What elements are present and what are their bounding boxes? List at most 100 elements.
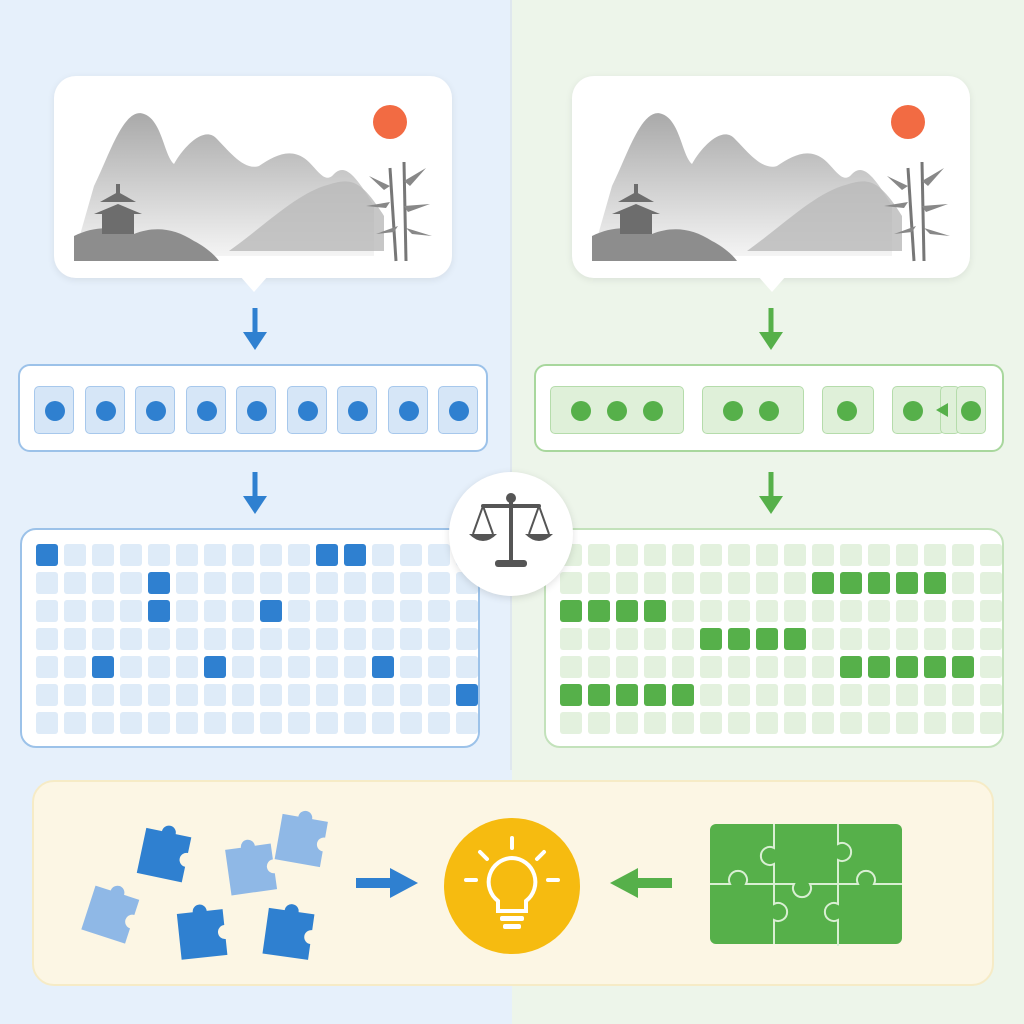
grid-cell [700, 712, 722, 734]
grid-cell [64, 656, 86, 678]
grid-cell [400, 600, 422, 622]
grid-cell-active [868, 572, 890, 594]
grid-cell-active [924, 656, 946, 678]
grid-cell [868, 600, 890, 622]
result-panel [32, 780, 994, 986]
grid-cell [896, 544, 918, 566]
grid-cell [176, 600, 198, 622]
grid-cell [288, 572, 310, 594]
grid-cell [176, 712, 198, 734]
left-image-bubble [54, 76, 452, 292]
grid-cell [176, 684, 198, 706]
grid-cell [728, 656, 750, 678]
assembled-puzzle-icon [710, 824, 902, 946]
grid-cell [232, 684, 254, 706]
grid-cell [148, 656, 170, 678]
grid-cell [924, 544, 946, 566]
grid-cell [952, 684, 974, 706]
grid-cell [456, 656, 478, 678]
grid-cell [784, 600, 806, 622]
grid-cell-active [588, 600, 610, 622]
grid-cell [176, 628, 198, 650]
grid-cell [344, 572, 366, 594]
grid-cell [176, 544, 198, 566]
grid-cell [232, 656, 254, 678]
grid-cell [344, 628, 366, 650]
grid-cell [120, 684, 142, 706]
grid-cell [756, 656, 778, 678]
grid-cell [728, 544, 750, 566]
grid-cell [896, 600, 918, 622]
grid-cell [672, 656, 694, 678]
grid-cell [812, 600, 834, 622]
grid-cell [980, 572, 1002, 594]
grid-cell [64, 544, 86, 566]
grid-cell [672, 572, 694, 594]
grid-cell [616, 628, 638, 650]
grid-cell [868, 712, 890, 734]
grid-cell [232, 712, 254, 734]
down-arrow-icon [243, 308, 267, 350]
grid-cell [560, 656, 582, 678]
grid-cell [36, 572, 58, 594]
grid-cell [840, 628, 862, 650]
grid-cell [372, 600, 394, 622]
grid-cell [924, 628, 946, 650]
grid-cell [588, 544, 610, 566]
grid-cell [428, 684, 450, 706]
grid-cell [428, 712, 450, 734]
down-arrow-icon [759, 308, 783, 350]
grid-cell [756, 712, 778, 734]
grid-cell [756, 684, 778, 706]
grid-cell [400, 684, 422, 706]
grid-cell [784, 712, 806, 734]
grid-cell [400, 628, 422, 650]
grid-cell-active [616, 600, 638, 622]
grid-cell [260, 544, 282, 566]
grid-cell [120, 600, 142, 622]
grid-cell [428, 628, 450, 650]
grid-cell [92, 712, 114, 734]
grid-cell [616, 544, 638, 566]
grid-cell [560, 628, 582, 650]
grid-cell [64, 572, 86, 594]
grid-cell [980, 712, 1002, 734]
grid-cell-active [588, 684, 610, 706]
grid-cell [784, 544, 806, 566]
grid-cell [672, 628, 694, 650]
grid-cell [176, 656, 198, 678]
token [34, 386, 74, 434]
token [135, 386, 175, 434]
grid-cell [232, 628, 254, 650]
grid-cell [616, 712, 638, 734]
grid-cell [428, 656, 450, 678]
grid-cell [588, 712, 610, 734]
grid-cell-active [700, 628, 722, 650]
grid-cell [588, 628, 610, 650]
token [185, 386, 226, 434]
bubble-tail [240, 276, 268, 292]
grid-cell [176, 572, 198, 594]
grid-cell [148, 544, 170, 566]
grid-cell [700, 600, 722, 622]
grid-cell [980, 544, 1002, 566]
token-group [702, 386, 804, 434]
grid-cell-active [896, 656, 918, 678]
grid-cell [316, 600, 338, 622]
grid-cell-active [672, 684, 694, 706]
grid-cell [924, 684, 946, 706]
grid-cell-active [148, 572, 170, 594]
grid-cell [120, 656, 142, 678]
grid-cell [728, 712, 750, 734]
puzzle-pieces-icon [81, 810, 328, 960]
grid-cell-active [644, 600, 666, 622]
balance-scale [449, 472, 573, 596]
grid-cell [728, 684, 750, 706]
right-image-bubble [572, 76, 970, 292]
grid-cell [644, 712, 666, 734]
grid-cell [840, 544, 862, 566]
grid-cell [840, 712, 862, 734]
grid-cell-active [560, 600, 582, 622]
grid-cell-active [868, 656, 890, 678]
grid-cell [400, 712, 422, 734]
